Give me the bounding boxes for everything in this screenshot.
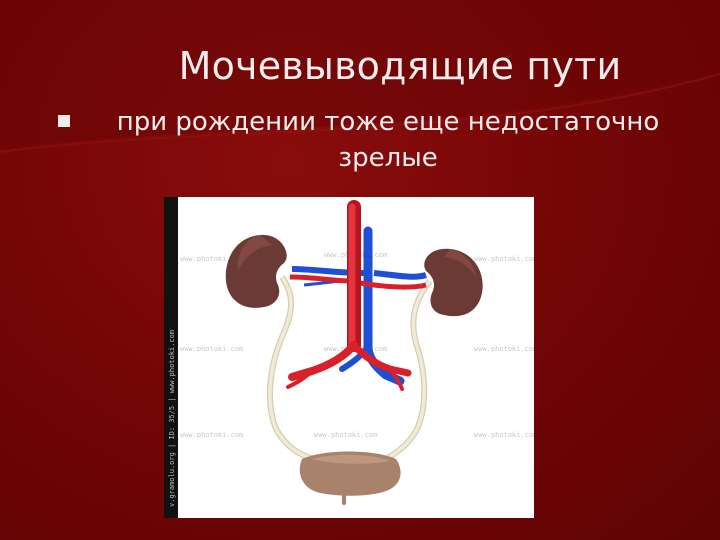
left-iliac-artery [288,341,358,381]
urinary-system-illustration: v.gramolu.org | ID: 35/5 | www.photoki.c… [164,197,534,518]
watermark: www.photoki.com [474,431,534,439]
right-renal-vein [373,270,427,280]
watermark: www.photoki.com [180,431,244,439]
anatomy-drawing [225,200,483,505]
watermark: www.photoki.com [474,255,534,263]
watermark: www.photoki.com [180,345,244,353]
right-renal-artery [359,280,427,290]
watermark: www.photoki.com [180,255,244,263]
square-bullet-icon [58,115,70,127]
left-renal-artery [289,274,353,284]
slide-title: Мочевыводящие пути [178,44,622,88]
stock-sidebar: v.gramolu.org | ID: 35/5 | www.photoki.c… [164,197,178,518]
watermark: www.photoki.com [314,431,378,439]
watermark: www.photoki.com [474,345,534,353]
bullet-text: при рождении тоже еще недостаточно зрелы… [116,107,660,173]
right-iliac-artery [350,341,412,377]
